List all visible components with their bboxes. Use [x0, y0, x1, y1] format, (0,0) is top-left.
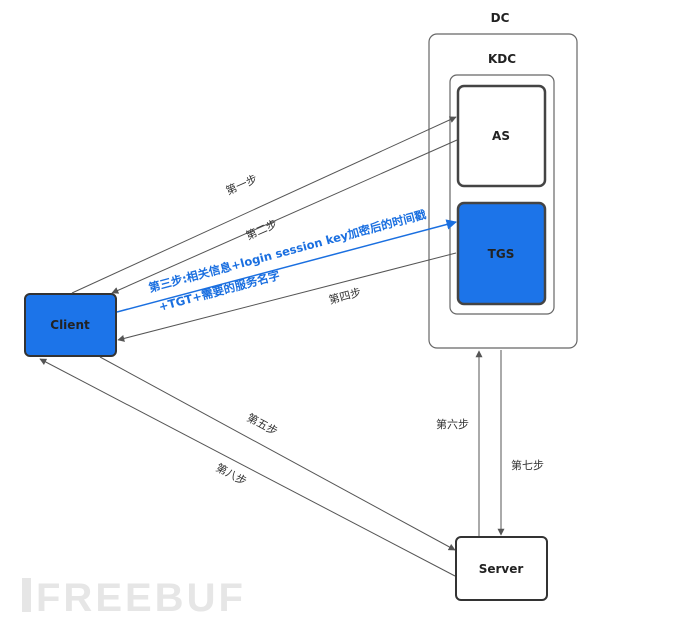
edge-step5: [99, 356, 456, 551]
edge-step3: [116, 219, 458, 313]
as-label: AS: [492, 129, 510, 143]
client-label: Client: [50, 318, 90, 332]
edge-step5-label: 第五步: [245, 410, 281, 438]
edge-step1: [71, 116, 457, 294]
freebuf-watermark: FREEBUF: [22, 576, 246, 620]
server-node: [455, 536, 548, 601]
edge-step6-label: 第六步: [436, 417, 469, 431]
kdc-title: KDC: [488, 52, 516, 66]
as-node: [456, 84, 547, 188]
edge-step4-label: 第四步: [327, 285, 362, 307]
client-node: [24, 293, 117, 357]
edge-step8: [39, 358, 456, 577]
edge-step1-label: 第一步: [224, 172, 260, 198]
edge-step2: [111, 139, 458, 294]
tgs-node: [456, 201, 547, 306]
dc-title: DC: [491, 11, 510, 25]
edge-step8-label: 第八步: [214, 460, 250, 488]
server-label: Server: [479, 562, 524, 576]
edge-step7-label: 第七步: [511, 458, 544, 472]
edge-step2-label: 第二步: [244, 217, 280, 243]
edge-step4: [117, 252, 457, 342]
edge-step3-label-line1: 第三步:相关信息+login session key加密后的时间戳: [147, 207, 428, 295]
watermark-text: FREEBUF: [36, 576, 246, 620]
tgs-label: TGS: [488, 247, 515, 261]
